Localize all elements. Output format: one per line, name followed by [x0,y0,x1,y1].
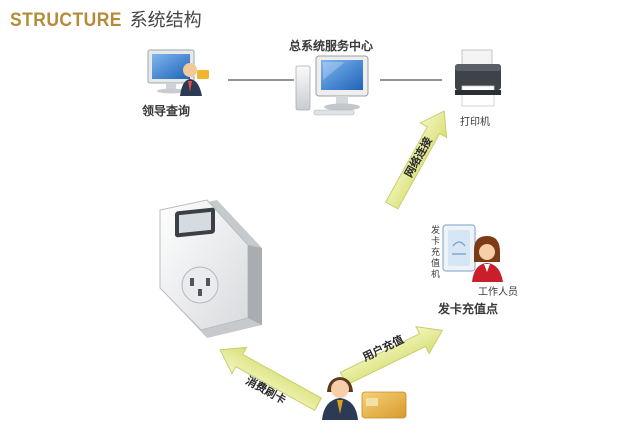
diagram-header: STRUCTURE 系统结构 [10,6,202,32]
printer-icon [455,49,501,107]
arrow-network [384,110,448,210]
station-label: 发卡充值点 [438,302,499,316]
diagram-title: 系统结构 [129,10,202,31]
arrow-consume [219,346,323,411]
monitor-user-icon [147,49,209,96]
leader-label: 领导查询 [142,104,191,118]
machine-label: 发卡充值机 [431,226,441,280]
center-label: 总系统服务中心 [289,39,374,53]
brand-title: STRUCTURE [10,10,122,31]
desktop-computer-icon [295,55,369,116]
staff-label: 工作人员 [478,287,518,298]
businessman-icon [322,377,358,420]
smart-socket-meter-icon [159,199,262,338]
printer-label: 打印机 [460,117,490,128]
arrow-recharge [339,325,444,386]
staff-woman-icon [472,236,503,282]
card-machine-icon [442,224,476,272]
bank-card-icon [361,391,407,419]
